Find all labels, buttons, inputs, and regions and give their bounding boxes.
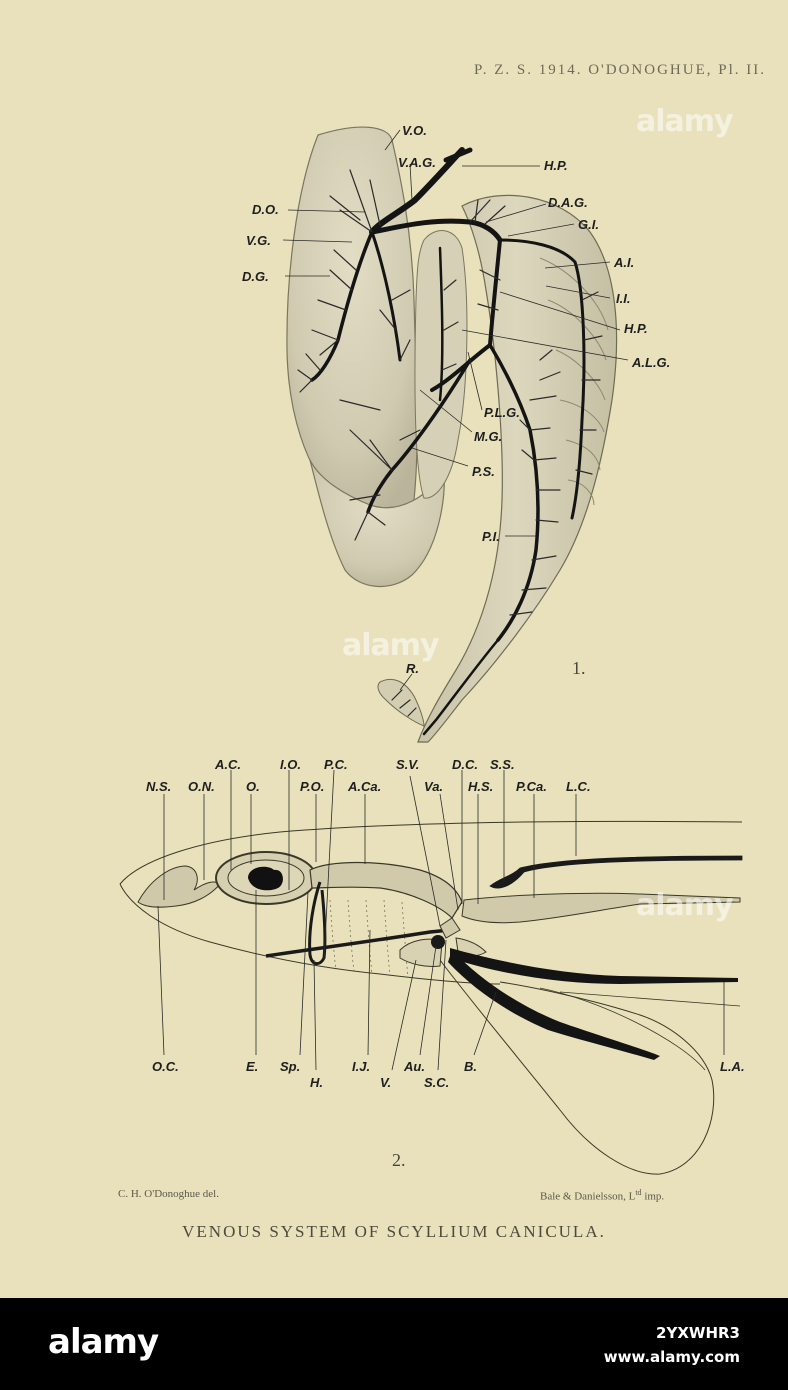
label-i-i: I.I. [616,291,631,306]
label-v-a-g: V.A.G. [398,155,436,170]
figure-2-number: 2. [392,1150,406,1170]
label-o-n: O.N. [188,779,215,794]
label-d-c: D.C. [452,757,478,772]
label-au: Au. [404,1059,425,1074]
label-s-c: S.C. [424,1075,450,1090]
figure-2-leader-lines [157,769,725,1071]
label-a-l-g: A.L.G. [632,355,671,370]
label-a-c: A.C. [215,757,241,772]
spiral-valve-folds [539,257,609,506]
watermark: alamy [636,104,734,139]
label-a-i: A.I. [614,255,635,270]
label-d-o: D.O. [252,202,279,217]
label-m-g: M.G. [474,429,503,444]
portal-veins [310,147,586,736]
label-p-l-g: P.L.G. [484,405,520,420]
plate-reference: P. Z. S. 1914. O'DONOGHUE, Pl. II. [474,62,766,78]
label-n-s: N.S. [146,779,172,794]
rectal-gland [377,678,425,727]
ventral-outline [119,883,501,985]
ductus-cuvieri [439,917,461,939]
gill-pouches [329,899,409,979]
label-v-o: V.O. [402,123,427,138]
printer-suffix: imp. [641,1190,665,1203]
intestine [417,194,618,743]
label-b: B. [464,1059,477,1074]
label-r: R. [406,661,419,676]
watermark: alamy [636,888,734,923]
figure-1-number: 1. [572,658,586,678]
lateral-abdominal-vein [450,948,738,984]
ventricle [399,938,443,967]
label-h-p-lower: H.P. [624,321,648,336]
label-s-v: S.V. [396,757,420,772]
label-d-g: D.G. [242,269,269,284]
label-p-o: P.O. [300,779,325,794]
label-p-s: P.S. [472,464,495,479]
label-v-g: V.G. [246,233,271,248]
figure-1-drawing [282,126,629,743]
nasal-sac [137,865,221,908]
label-p-c: P.C. [324,757,348,772]
pectoral-fin [439,959,715,1175]
artist-credit: C. H. O'Donoghue del. [118,1188,219,1200]
label-o: O. [246,779,260,794]
label-h-p-upper: H.P. [544,158,568,173]
lateral-cutaneous-vein [489,855,743,889]
label-e: E. [246,1059,259,1074]
label-p-i: P.I. [482,529,500,544]
label-a-ca: A.Ca. [348,779,382,794]
label-i-o: I.O. [280,757,301,772]
vein-branches [297,169,603,717]
alamy-logo: alamy [48,1322,159,1362]
plate: P. Z. S. 1914. O'DONOGHUE, Pl. II. [118,62,766,1241]
label-l-a: L.A. [720,1059,745,1074]
label-g-i: G.I. [578,217,599,232]
label-s-s: S.S. [490,757,515,772]
hyoidean-sinus [308,881,327,966]
printer-sup: td [635,1188,642,1197]
brachial-vein [448,950,660,1060]
label-d-a-g: D.A.G. [548,195,588,210]
label-l-c: L.C. [566,779,591,794]
label-sp: Sp. [280,1059,301,1074]
figure-2-drawing [119,769,743,1175]
posterior-cardinal-sinus [461,892,741,924]
label-h-s: H.S. [468,779,494,794]
label-i-j: I.J. [352,1059,371,1074]
label-h: H. [310,1075,323,1090]
inferior-jugular-vein [265,928,451,958]
eye [248,866,283,891]
printer-credit: Bale & Danielsson, Ltd imp. [540,1188,664,1203]
label-va: Va. [424,779,444,794]
watermark: alamy [342,628,440,663]
stock-footer: alamy 2YXWHR3 www.alamy.com [0,1298,788,1390]
label-v: V. [380,1075,392,1090]
printer-name: Bale & Danielsson, L [540,1190,636,1203]
plate-caption: VENOUS SYSTEM OF SCYLLIUM CANICULA. [182,1222,606,1241]
label-o-c: O.C. [152,1059,179,1074]
anterior-cardinal-sinus [309,861,463,919]
site-url: www.alamy.com [603,1348,740,1366]
image-id: 2YXWHR3 [656,1324,740,1342]
label-p-ca: P.Ca. [516,779,547,794]
auricle [431,935,445,949]
figure-1-leader-lines [282,129,629,691]
